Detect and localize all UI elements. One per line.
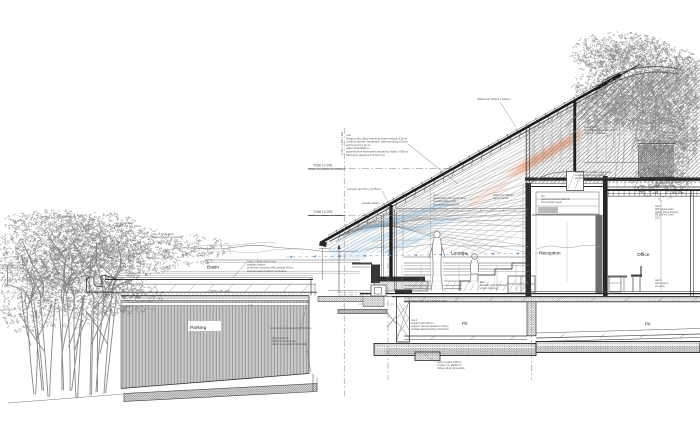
svg-text:unreinforced lean mat installi: unreinforced lean mat installing panel: [404, 299, 447, 303]
svg-text:Lounge: Lounge: [451, 251, 467, 257]
svg-text:3795 + BL +09: 3795 + BL +09: [210, 289, 230, 293]
svg-text:wooden batten: wooden batten: [362, 201, 380, 205]
svg-text:2,700 + 1,350 + 900: 2,700 + 1,350 + 900: [340, 131, 344, 155]
svg-text:tank access pipe (steel) Ø600m: tank access pipe (steel) Ø600mm+: [270, 326, 312, 330]
svg-text:capping stone /full size: cut: capping stone /full size: cut & h 10mm: [114, 221, 142, 228]
svg-text:TOW +2,700: TOW +2,700: [313, 210, 332, 214]
svg-text:Parking: Parking: [190, 325, 207, 331]
svg-text:Basin: Basin: [207, 265, 219, 271]
svg-text:TYP.: TYP.: [248, 304, 254, 308]
svg-text:roof :firaquio-zinc alloy stan: roof :firaquio-zinc alloy standing seam …: [346, 133, 409, 157]
svg-text:Reception: Reception: [539, 251, 561, 257]
svg-text:Office: Office: [637, 252, 650, 258]
svg-text:Pit: Pit: [462, 321, 468, 326]
svg-text:Pit: Pit: [645, 322, 651, 327]
svg-text:roof :galvanized color steel s: roof :galvanized color steel sheetasphal…: [433, 193, 466, 206]
svg-text:titanium zinc prefabricated gu: titanium zinc prefabricated gutteranodiz…: [575, 171, 612, 180]
svg-text:soft pad apr/ 5mm (L)75mm: soft pad apr/ 5mm (L)75mm: [347, 187, 382, 191]
svg-text:edge of Noda loam /polished co: edge of Noda loam /polished corner squas…: [151, 232, 183, 239]
svg-text:TOW +2,700: TOW +2,700: [313, 164, 332, 168]
svg-text:diffused air 600m3 x 180mm: diffused air 600m3 x 180mm: [477, 97, 512, 101]
